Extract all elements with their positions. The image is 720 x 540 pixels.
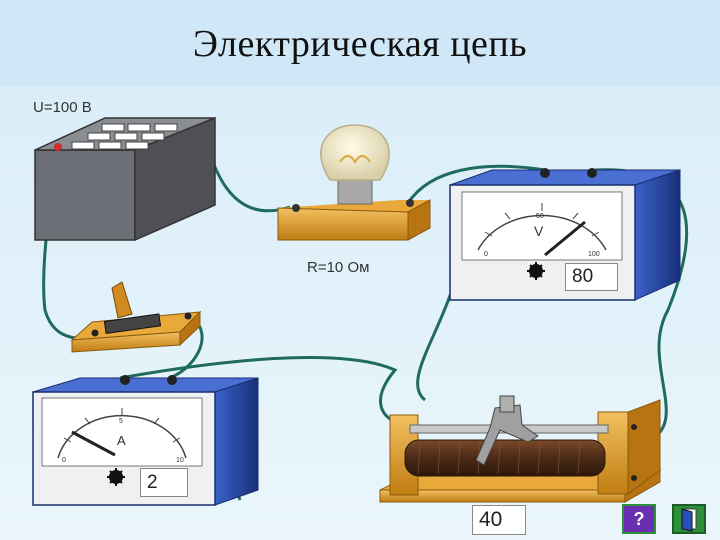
voltmeter [449,168,681,301]
door-icon [681,508,697,532]
page-title: Электрическая цепь [192,23,528,65]
rheostat [379,395,662,503]
voltmeter-scale-mid: 50 [536,213,544,220]
ammeter [32,375,259,506]
voltmeter-scale-min: 0 [484,251,488,258]
battery-plus-terminal [54,143,62,151]
bulb [277,124,431,241]
voltmeter-scale-max: 100 [588,251,600,258]
ammeter-reading: 2 [140,468,188,497]
wire-bulb-voltmeter [406,164,546,204]
source-voltage-label: U=100 В [33,99,92,116]
title-bar [0,0,720,86]
help-button[interactable]: ? [622,504,656,534]
wire-ammeter-rheostat [119,356,406,427]
battery [34,116,216,242]
switch [70,281,202,353]
resistance-label: R=10 Ом [307,259,369,276]
wire-battery-bulb [203,137,291,213]
ammeter-symbol: A [117,433,126,448]
help-button-label: ? [633,509,645,529]
rheostat-reading: 40 [472,505,526,535]
voltmeter-reading: 80 [565,263,618,291]
voltmeter-symbol: V [534,223,544,239]
ammeter-scale-mid: 5 [119,418,123,425]
ammeter-scale-max: 10 [176,457,184,464]
ammeter-scale-min: 0 [62,457,66,464]
exit-button[interactable] [672,504,706,534]
